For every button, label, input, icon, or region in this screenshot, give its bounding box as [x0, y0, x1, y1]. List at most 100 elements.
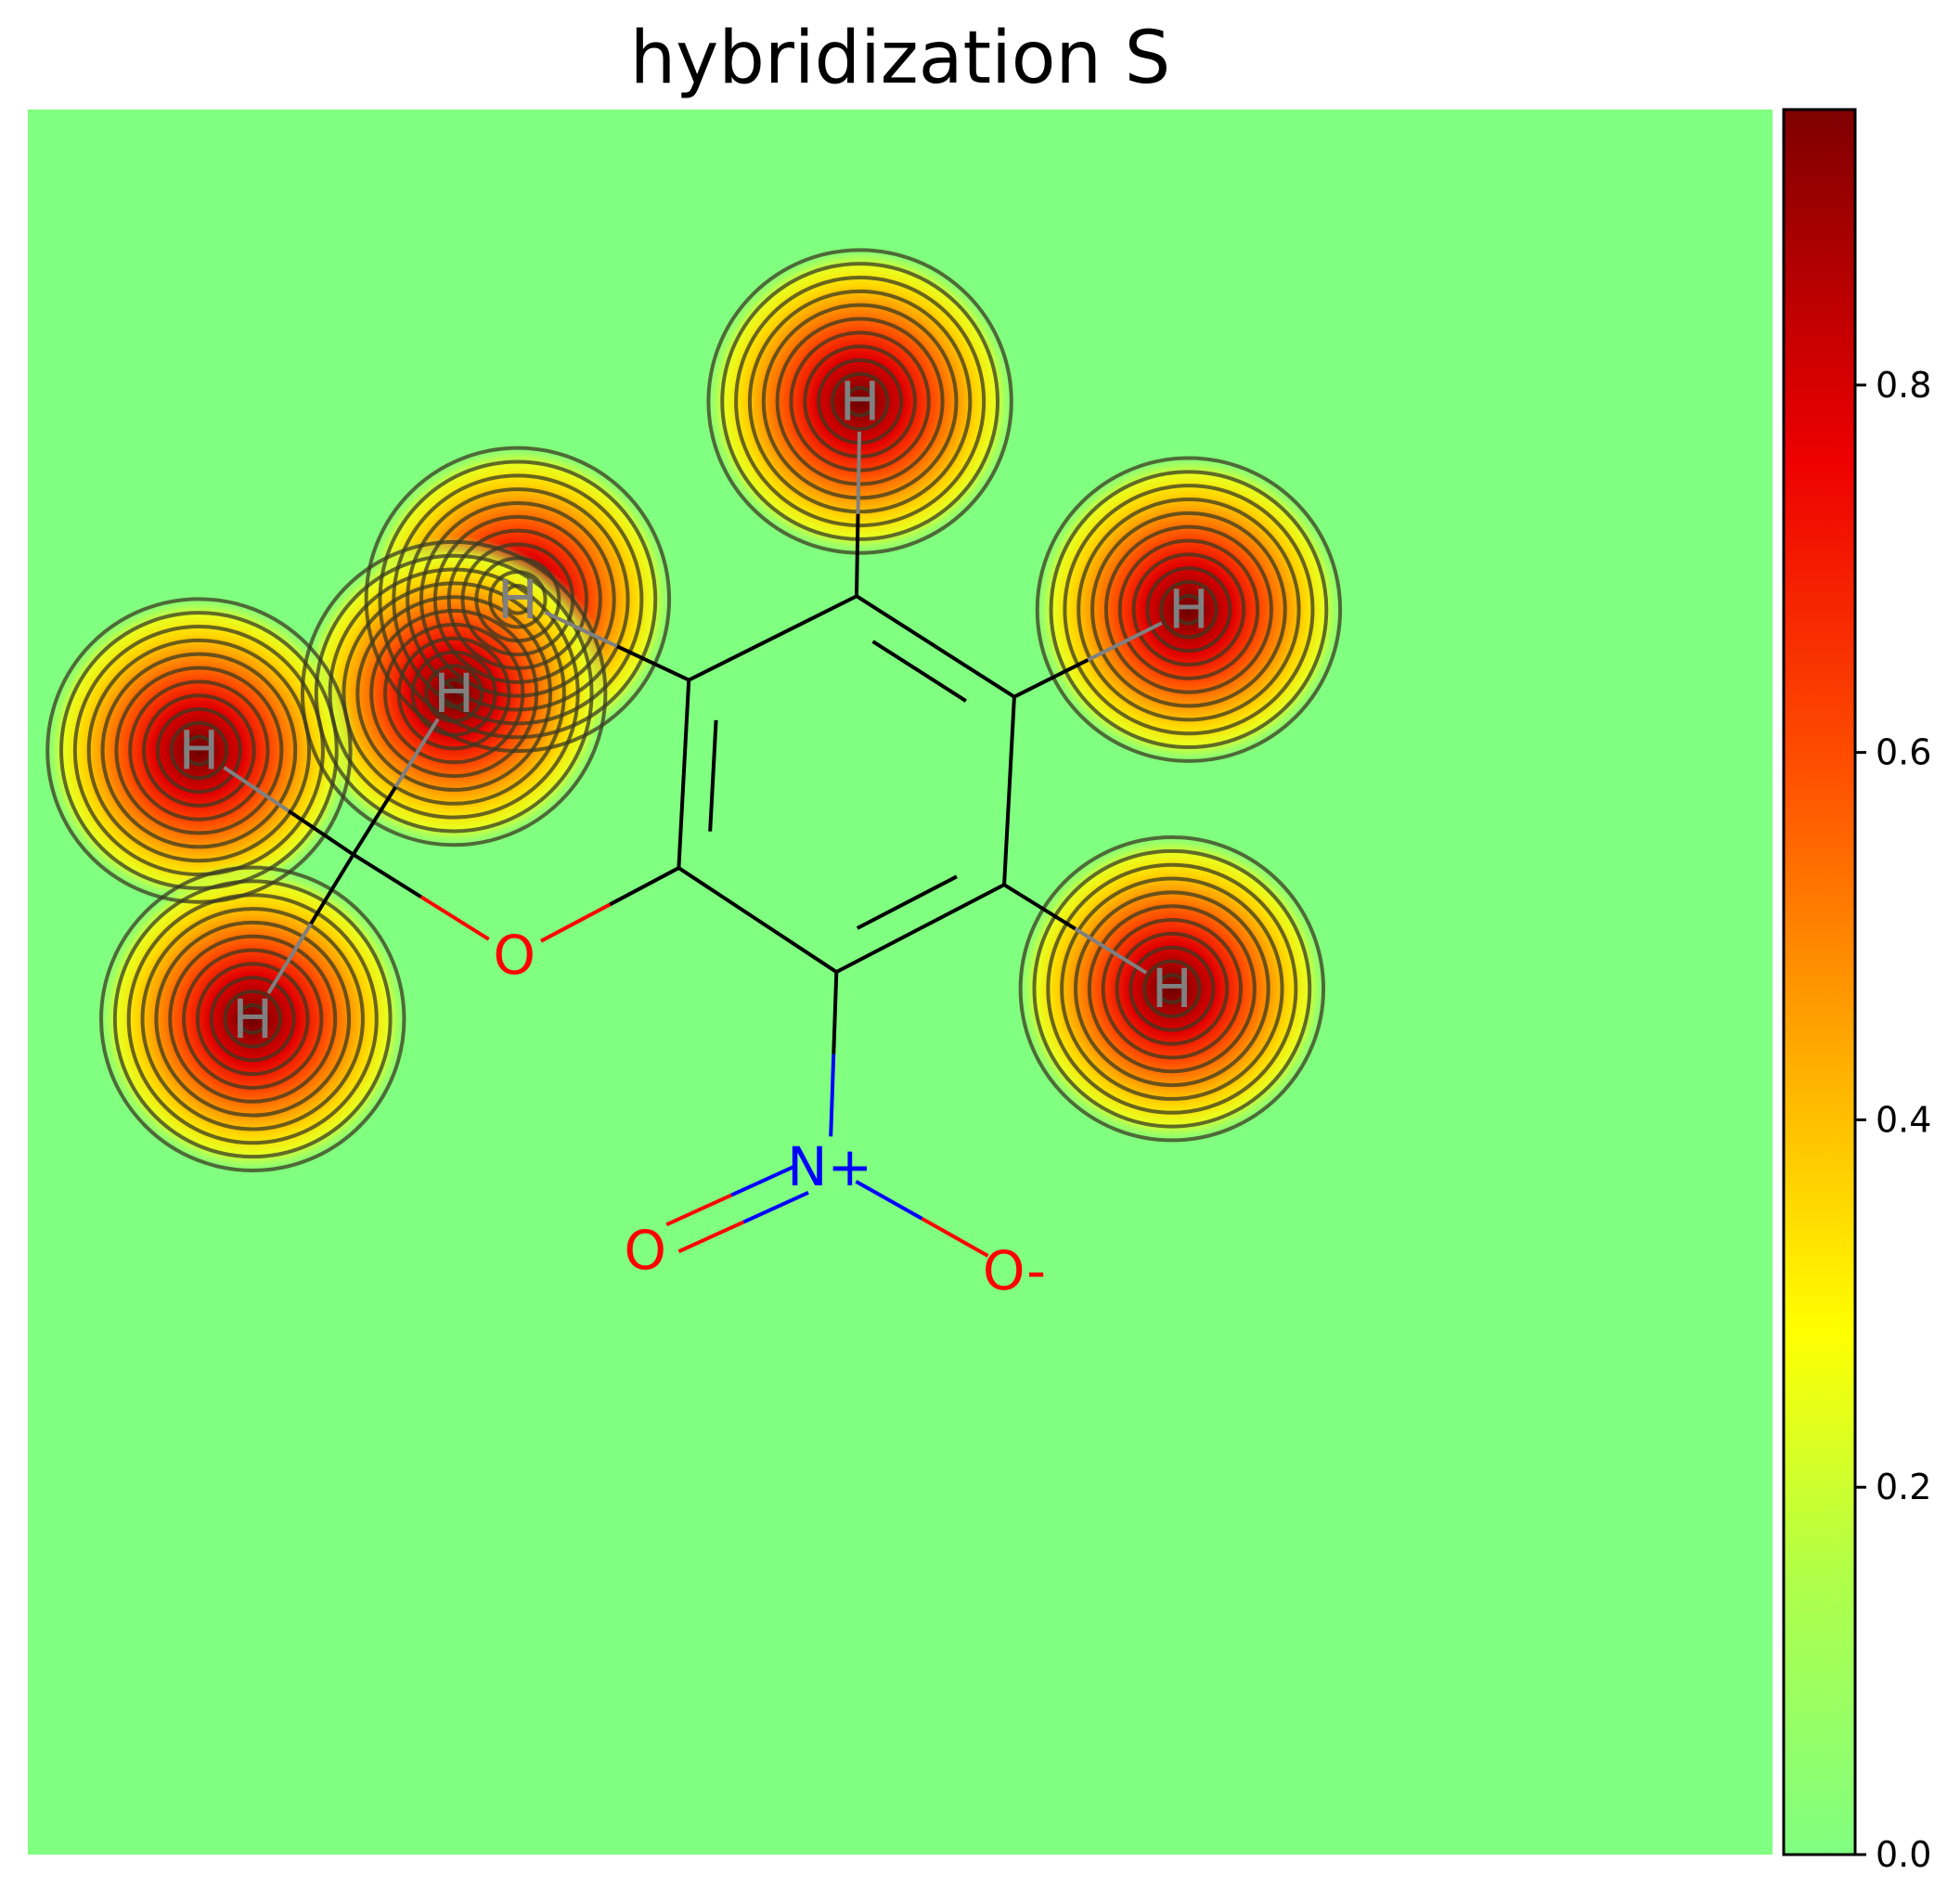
bond-line: [677, 773, 686, 869]
atom-label-O2: O: [624, 1219, 666, 1282]
bond-line: [309, 853, 355, 925]
contour-ring: [169, 720, 229, 781]
bond-line: [921, 1217, 989, 1258]
bond-line: [223, 766, 290, 813]
bond-line: [756, 918, 838, 974]
contour-ring: [183, 734, 215, 767]
contour-ring: [1131, 552, 1246, 667]
contour-ring: [734, 276, 986, 528]
bond-line: [681, 679, 691, 774]
contour-ring: [128, 679, 270, 821]
bond-line: [266, 923, 313, 995]
contour-ring: [182, 948, 324, 1090]
contour-ring: [1101, 918, 1244, 1060]
bond-line: [829, 1054, 836, 1137]
contour-ring: [112, 879, 393, 1159]
bond-line: [855, 594, 937, 649]
colorbar-tick-label: 0.4: [1876, 1099, 1931, 1140]
contour-ring: [1173, 593, 1205, 626]
bond-line: [688, 636, 774, 682]
contour-ring: [1060, 876, 1284, 1101]
contour-ring: [378, 459, 658, 740]
bond-line: [352, 852, 422, 899]
bond-line: [856, 432, 862, 514]
bond-line: [855, 513, 860, 597]
contour-ring: [1159, 580, 1219, 640]
chart-title: hybridization S: [629, 17, 1171, 100]
bond-line: [771, 594, 858, 640]
contour-ring: [100, 652, 298, 849]
contour-ring: [140, 907, 365, 1132]
contour-ring: [72, 625, 325, 877]
contour-ring: [1145, 566, 1232, 653]
contour-ring: [195, 962, 310, 1077]
atom-label-H3: H: [179, 719, 220, 782]
contour-ring: [314, 553, 594, 834]
bond-line: [540, 902, 612, 943]
contour-ring: [1128, 945, 1216, 1032]
atom-label-O3: O-: [983, 1239, 1046, 1302]
bond-line: [615, 644, 690, 682]
atom-label-H5: H: [840, 370, 881, 433]
bond-line: [677, 1220, 745, 1254]
contour-ring: [1073, 890, 1270, 1088]
bond-line: [1074, 926, 1148, 975]
colorbar-tick-label: 0.6: [1876, 732, 1931, 773]
colorbar-tick-label: 0.0: [1876, 1834, 1931, 1875]
contour-ring: [1046, 862, 1298, 1115]
colorbar-ticks: 0.00.20.40.60.8: [1855, 365, 1931, 1875]
bond-line: [609, 866, 680, 907]
bond-line: [393, 718, 440, 788]
contour-ring: [126, 893, 379, 1145]
contour-ring: [1117, 538, 1260, 680]
bond-line: [919, 883, 1005, 930]
contour-ring: [720, 262, 999, 541]
bond-line: [1007, 696, 1016, 792]
contour-ring: [86, 638, 312, 863]
contour-ring: [706, 248, 1013, 555]
contour-lines: [45, 248, 1343, 1172]
contour-ring: [1063, 484, 1315, 736]
contour-ring: [382, 622, 525, 765]
contour-ring: [424, 664, 484, 723]
colorbar: [1782, 108, 1857, 1856]
contour-ring: [1090, 511, 1287, 708]
bond-line: [419, 895, 490, 941]
bond-line: [730, 1164, 797, 1197]
contour-ring: [369, 609, 539, 779]
contour-ring: [406, 487, 630, 712]
contour-ring: [844, 385, 876, 418]
contour-ring: [1115, 931, 1230, 1046]
contour-ring: [342, 581, 566, 806]
contour-ring: [237, 1002, 269, 1035]
contour-ring: [45, 597, 353, 904]
atom-label-H7: H: [1152, 957, 1193, 1020]
contour-ring: [168, 934, 338, 1104]
atom-label-H1: H: [497, 568, 538, 631]
contour-ring: [209, 976, 296, 1063]
contour-ring: [154, 920, 352, 1118]
contour-ring: [59, 611, 339, 890]
contour-ring: [830, 371, 890, 432]
contour-ring: [300, 539, 608, 847]
atom-label-H6: H: [1168, 578, 1209, 641]
bond-line: [1013, 658, 1090, 699]
contour-ring: [419, 500, 616, 698]
bond-line: [544, 610, 618, 648]
contour-ring: [1018, 835, 1326, 1143]
bond-line: [665, 1193, 732, 1227]
contour-ring: [328, 567, 580, 820]
bond-line: [1087, 621, 1163, 662]
bond-line: [677, 866, 759, 922]
contour-ring: [438, 678, 470, 709]
bond-line: [287, 809, 355, 857]
aromatic-inner-line: [871, 640, 967, 703]
bond-line: [1002, 790, 1012, 886]
contour-ring: [1087, 904, 1257, 1074]
colorbar-tick-label: 0.8: [1876, 365, 1931, 406]
contour-ring: [1077, 498, 1301, 722]
bond-line: [835, 926, 922, 974]
bond-line: [832, 972, 839, 1054]
